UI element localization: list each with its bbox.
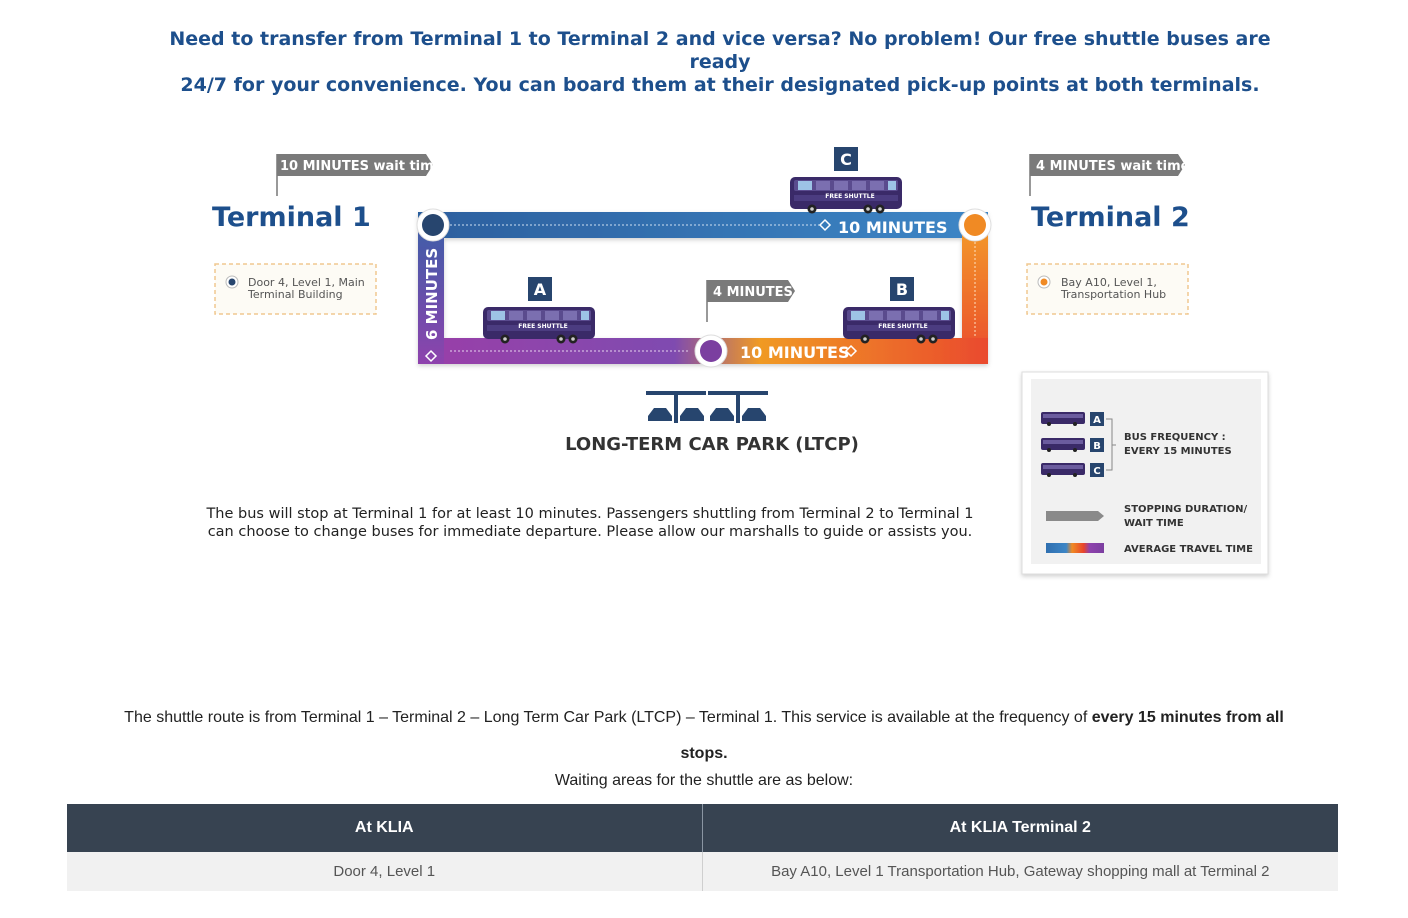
legend-wait-swatch — [1046, 511, 1104, 521]
t2-wait-label: 4 MINUTES wait time — [1036, 159, 1190, 174]
bus-a-text: FREE SHUTTLE — [518, 323, 567, 330]
t2-stop-icon — [1040, 278, 1048, 286]
bus-c-label: C — [840, 150, 852, 169]
t1-stop-line-2: Terminal Building — [247, 288, 343, 301]
bus-b: B FREE SHUTTLE — [843, 277, 955, 344]
t2-stop-line-2: Transportation Hub — [1060, 288, 1166, 301]
terminal-2-block: 4 MINUTES wait time Terminal 2 Bay A10, … — [1026, 154, 1190, 315]
route-description: The shuttle route is from Terminal 1 – T… — [60, 700, 1348, 772]
bus-b-text: FREE SHUTTLE — [878, 323, 927, 330]
table-header-row: At KLIA At KLIA Terminal 2 — [67, 804, 1338, 852]
route-text-bold-1: every 15 minutes from all — [1091, 709, 1284, 726]
ltcp-wait-tag — [707, 280, 795, 302]
route-text-bold-2: stops. — [680, 745, 728, 762]
legend-travel-swatch — [1046, 543, 1104, 553]
terminal-1-title: Terminal 1 — [212, 202, 371, 233]
waiting-areas-table: At KLIA At KLIA Terminal 2 Door 4, Level… — [67, 804, 1338, 891]
bus-a-label: A — [534, 280, 547, 299]
cell-klia: Door 4, Level 1 — [67, 852, 703, 891]
legend: A B C BUS FREQUENCY : EVERY 15 MINUTES S… — [1021, 371, 1269, 575]
t1-stop-icon — [228, 278, 236, 286]
shuttle-route-diagram: 10 MINUTES wait time Terminal 1 Door 4, … — [205, 147, 1269, 575]
t2-wait-tag — [1030, 154, 1185, 176]
header-klia: At KLIA — [67, 804, 703, 852]
bus-c: C FREE SHUTTLE — [790, 147, 902, 214]
top-travel-label: 10 MINUTES — [838, 218, 947, 237]
legend-bus-b: B — [1093, 441, 1101, 452]
legend-bus-a: A — [1093, 415, 1101, 426]
bus-b-label: B — [896, 280, 908, 299]
route-segment-left — [418, 224, 444, 364]
note-line-1: The bus will stop at Terminal 1 for at l… — [205, 506, 973, 522]
legend-stop-line-2: WAIT TIME — [1124, 518, 1184, 529]
legend-freq-line-1: BUS FREQUENCY : — [1124, 432, 1226, 443]
t1-wait-label: 10 MINUTES wait time — [280, 159, 443, 174]
bottom-travel-label: 10 MINUTES — [740, 343, 849, 362]
intro-line-2: 24/7 for your convenience. You can board… — [180, 74, 1260, 96]
legend-freq-line-2: EVERY 15 MINUTES — [1124, 446, 1232, 457]
route-text-main: The shuttle route is from Terminal 1 – T… — [124, 709, 1092, 726]
t1-wait-tag — [277, 154, 433, 176]
legend-bus-c: C — [1093, 466, 1100, 477]
intro-text: Need to transfer from Terminal 1 to Term… — [150, 28, 1290, 97]
car-park-icon — [646, 391, 768, 423]
terminal-2-title: Terminal 2 — [1031, 202, 1190, 233]
intro-line-1: Need to transfer from Terminal 1 to Term… — [169, 28, 1271, 73]
waiting-areas-intro: Waiting areas for the shuttle are as bel… — [554, 772, 854, 789]
cell-klia-t2: Bay A10, Level 1 Transportation Hub, Gat… — [702, 852, 1338, 891]
bus-c-text: FREE SHUTTLE — [825, 193, 874, 200]
note-line-2: can choose to change buses for immediate… — [208, 524, 973, 540]
legend-travel-label: AVERAGE TRAVEL TIME — [1124, 544, 1253, 555]
header-klia-t2: At KLIA Terminal 2 — [702, 804, 1338, 852]
ltcp-label: LONG-TERM CAR PARK (LTCP) — [565, 434, 859, 455]
left-travel-label: 6 MINUTES — [423, 248, 441, 340]
t1-stop-line-1: Door 4, Level 1, Main — [248, 276, 365, 289]
table-row: Door 4, Level 1 Bay A10, Level 1 Transpo… — [67, 852, 1338, 891]
legend-stop-line-1: STOPPING DURATION/ — [1124, 504, 1247, 515]
terminal-1-block: 10 MINUTES wait time Terminal 1 Door 4, … — [212, 154, 443, 315]
t2-stop-line-1: Bay A10, Level 1, — [1061, 276, 1157, 289]
bus-a: A FREE SHUTTLE — [483, 277, 595, 344]
ltcp-wait-label: 4 MINUTES — [713, 285, 793, 300]
